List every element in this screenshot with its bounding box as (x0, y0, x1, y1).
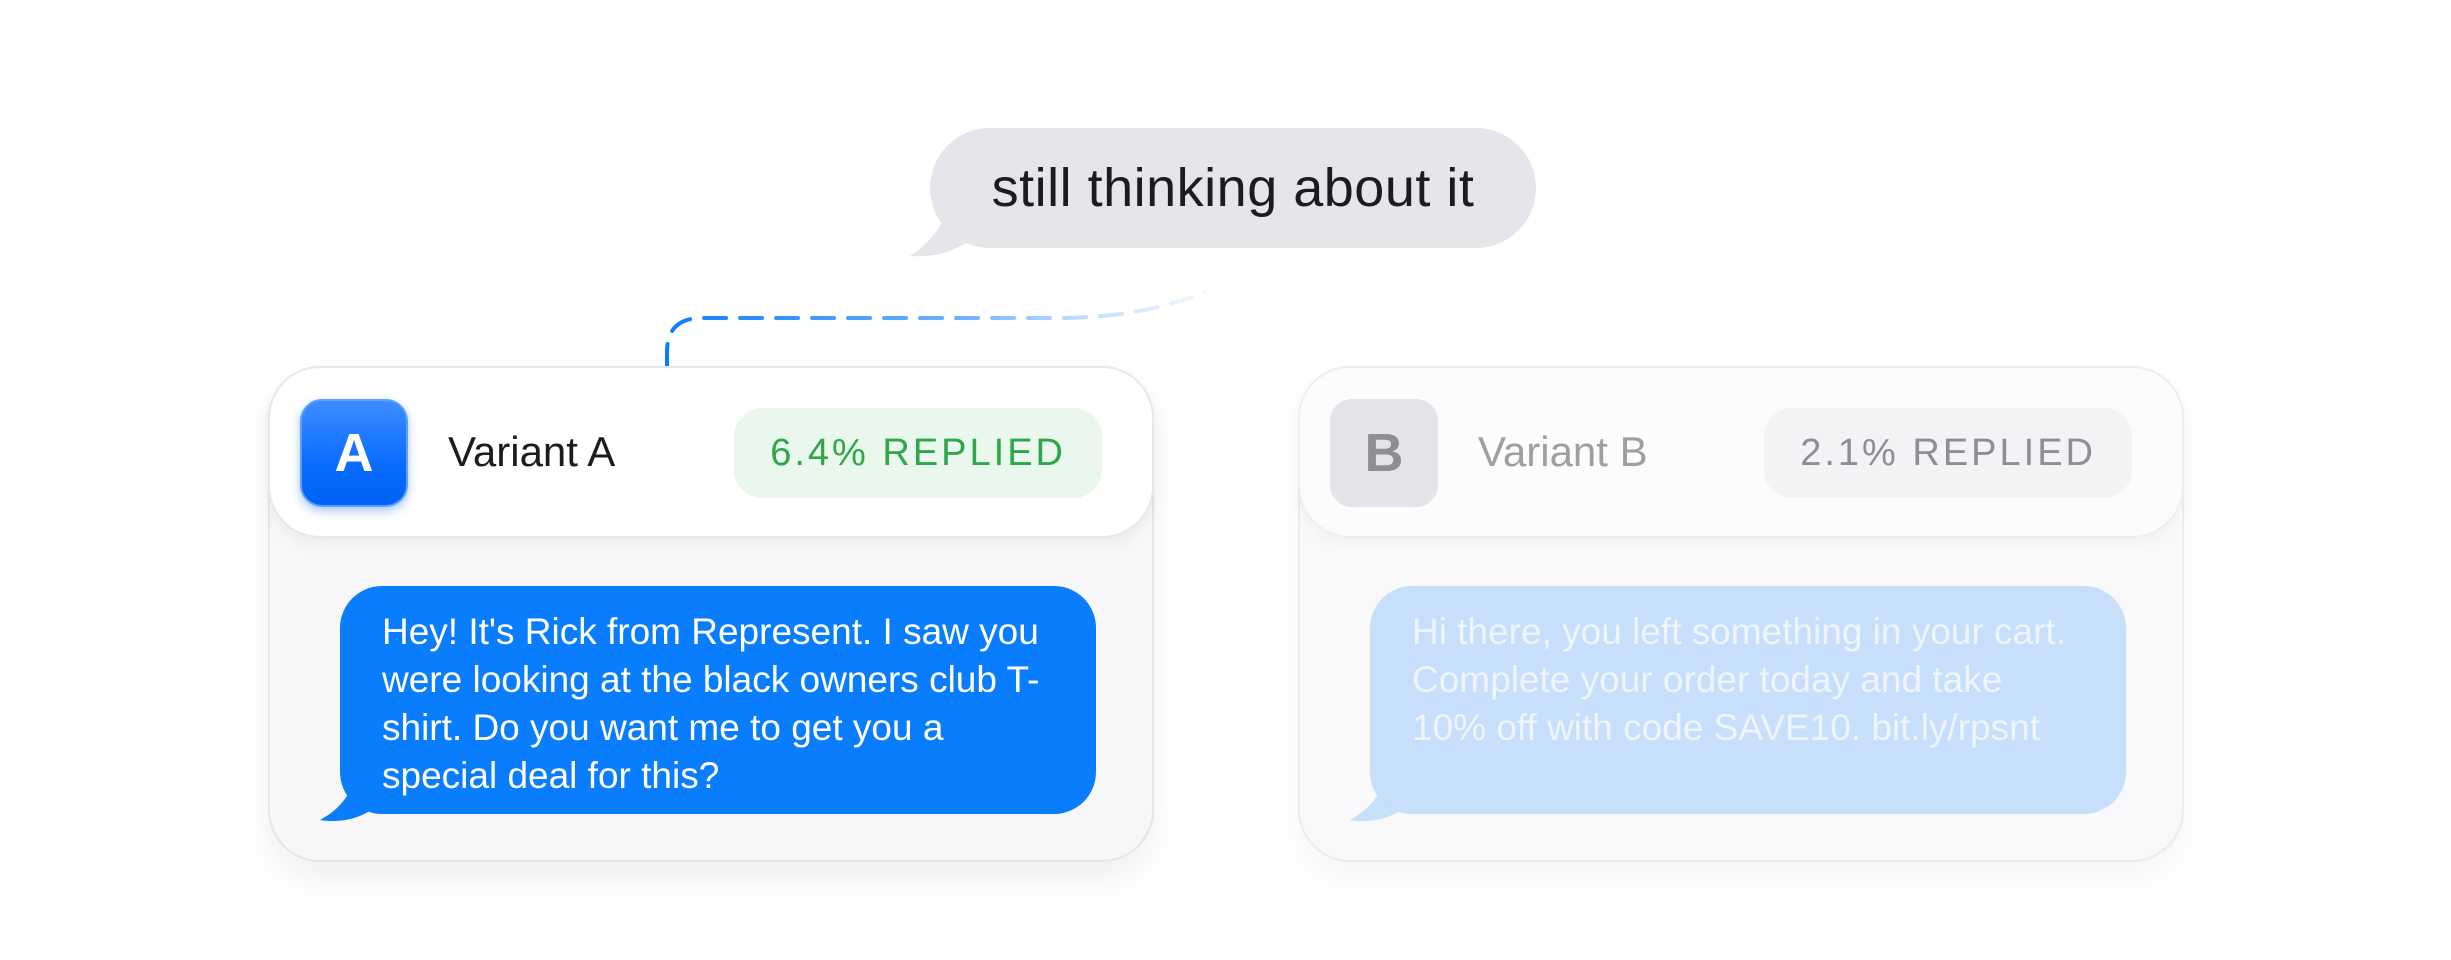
variant-a-header: A Variant A 6.4% REPLIED (268, 366, 1154, 538)
reply-text: still thinking about it (991, 158, 1475, 218)
variant-b-header: B Variant B 2.1% REPLIED (1298, 366, 2184, 538)
variant-b-avatar: B (1330, 399, 1438, 507)
variant-b-message-bubble: Hi there, you left something in your car… (1370, 586, 2126, 814)
variant-a-reply-rate: 6.4% REPLIED (770, 431, 1066, 474)
variant-b-avatar-letter: B (1364, 423, 1404, 483)
variant-a-avatar: A (300, 399, 408, 507)
variant-b-card[interactable]: B Variant B 2.1% REPLIED Hi there, you l… (1298, 366, 2184, 862)
variant-a-message-text: Hey! It's Rick from Represent. I saw you… (382, 611, 1040, 796)
variant-a-avatar-letter: A (334, 423, 374, 483)
reply-bubble: still thinking about it (930, 128, 1536, 248)
variant-b-reply-rate-badge: 2.1% REPLIED (1764, 408, 2132, 498)
variant-a-label: Variant A (448, 428, 616, 475)
variant-b-label: Variant B (1478, 428, 1648, 475)
variant-a-message: Hey! It's Rick from Represent. I saw you… (320, 586, 1100, 826)
variant-a-reply-rate-badge: 6.4% REPLIED (734, 408, 1102, 498)
variant-b-message-text: Hi there, you left something in your car… (1412, 611, 2066, 748)
variant-b-message: Hi there, you left something in your car… (1350, 586, 2130, 826)
reply-message: still thinking about it (910, 128, 1540, 258)
variant-b-reply-rate: 2.1% REPLIED (1800, 431, 2096, 474)
variant-a-message-bubble: Hey! It's Rick from Represent. I saw you… (340, 586, 1096, 814)
variant-a-card[interactable]: A Variant A 6.4% REPLIED Hey! It's Rick … (268, 366, 1154, 862)
